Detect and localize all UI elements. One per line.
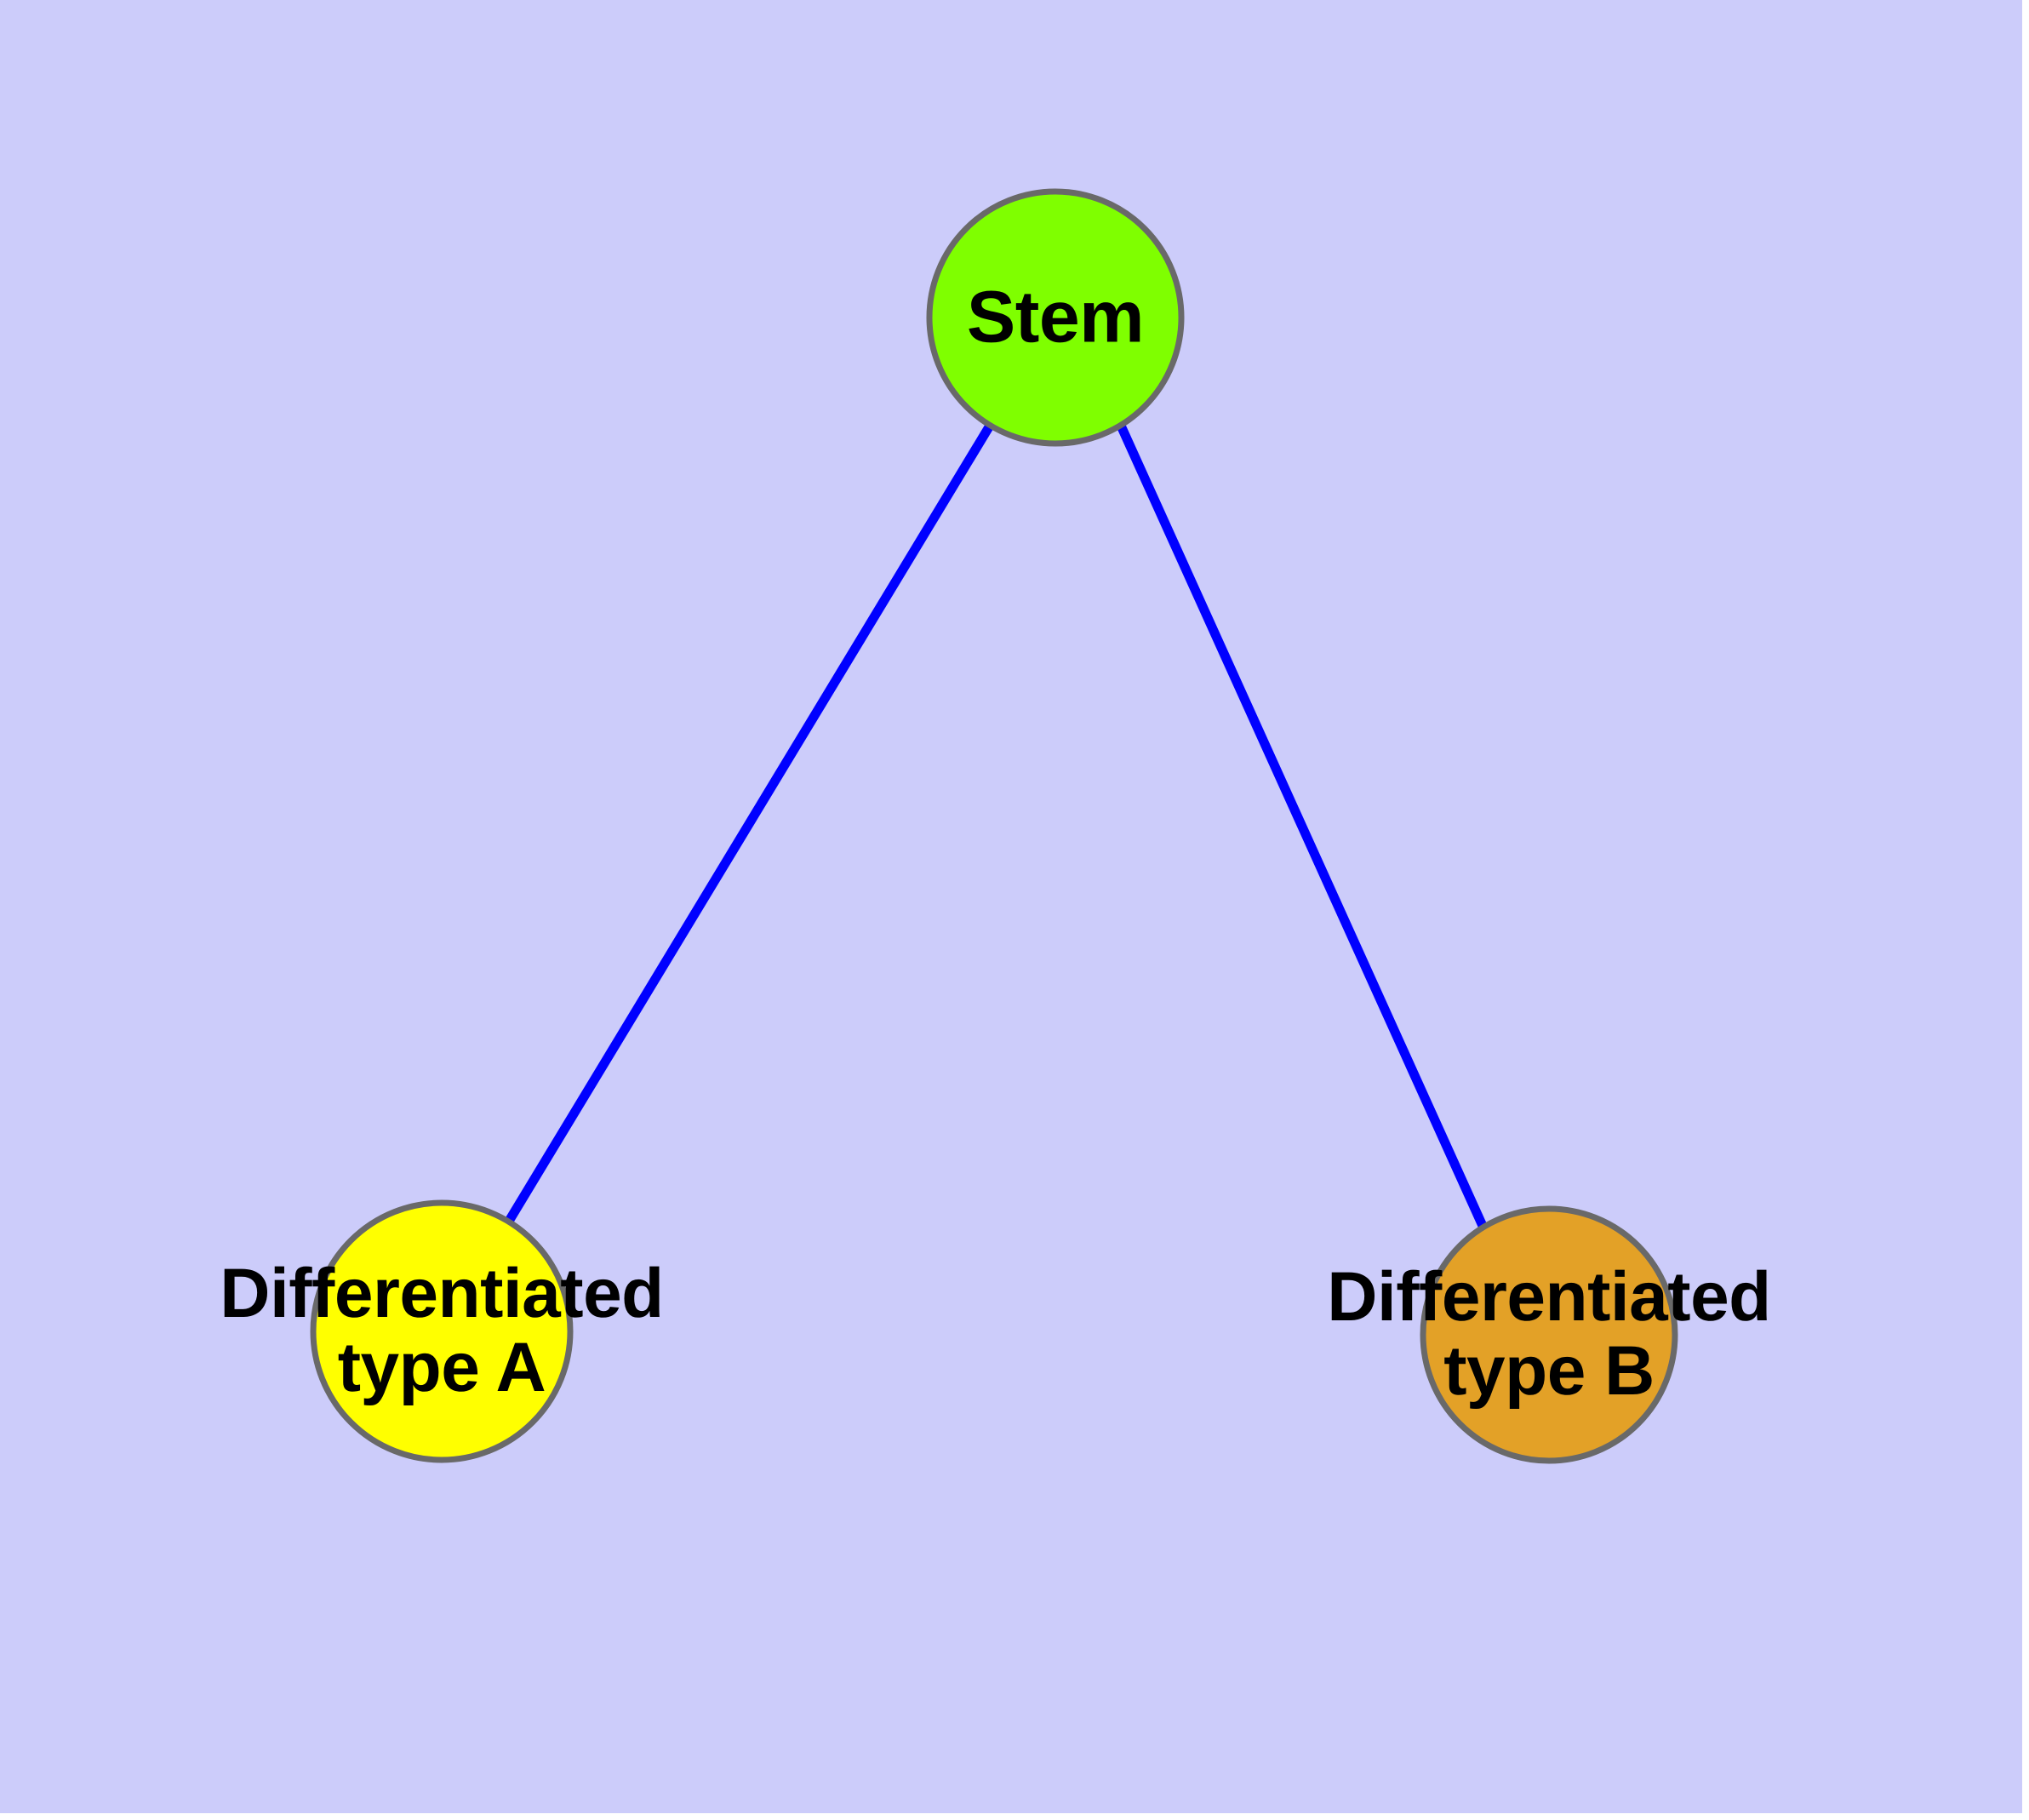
edge-layer — [504, 423, 1488, 1228]
edge-stem-to-differentiated-a[interactable] — [504, 423, 994, 1225]
edge-stem-to-differentiated-b[interactable] — [1116, 423, 1488, 1228]
node-layer — [310, 188, 1678, 1464]
node-stem[interactable] — [926, 188, 1185, 447]
node-differentiated-type-a[interactable] — [310, 1199, 574, 1463]
node-differentiated-type-b[interactable] — [1420, 1205, 1678, 1464]
